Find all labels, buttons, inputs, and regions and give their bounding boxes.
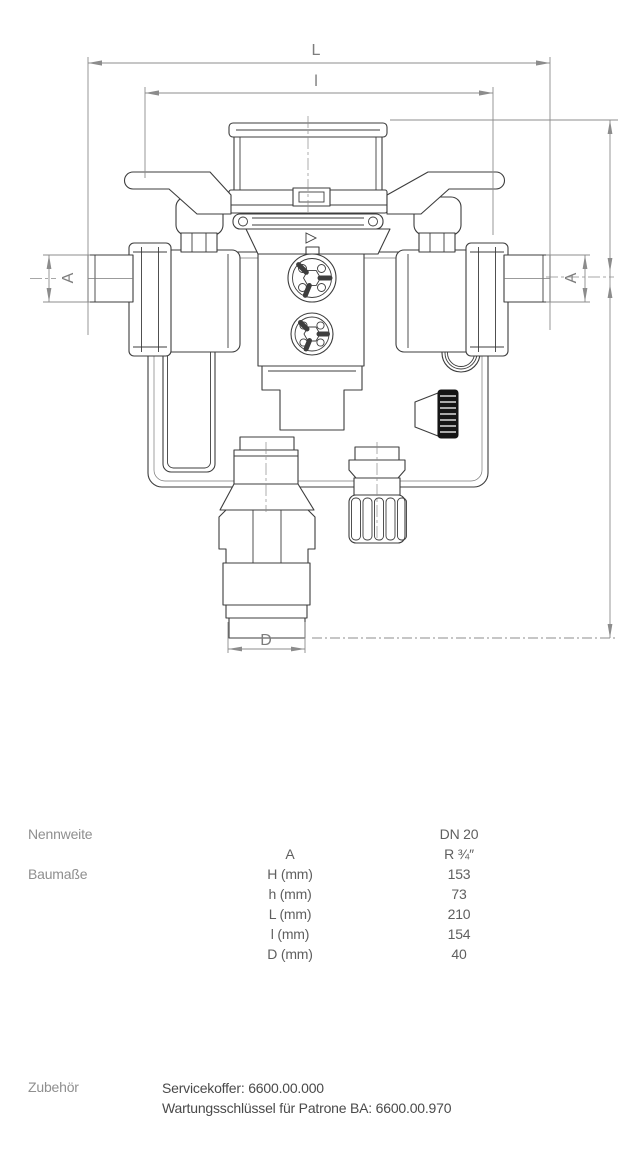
row-param: H (mm): [267, 866, 313, 882]
row-value: 210: [447, 906, 471, 922]
row-caption: Baumaße: [28, 866, 88, 882]
dimension-l: l: [144, 73, 494, 235]
accessory-item: Wartungsschlüssel für Patrone BA: 6600.0…: [162, 1100, 452, 1116]
dim-label-L: L: [312, 42, 321, 59]
test-port-lower: [290, 312, 334, 356]
row-value: 154: [447, 926, 471, 942]
row-value: 153: [447, 866, 471, 882]
table-row: A R ¾″: [0, 846, 637, 866]
cartridge: [348, 446, 407, 544]
dimension-height: [312, 119, 618, 639]
dim-label-l: l: [314, 73, 318, 90]
accessory-item: Servicekoffer: 6600.00.000: [162, 1080, 324, 1096]
table-row: l (mm) 154: [0, 926, 637, 946]
dimension-L: L: [87, 42, 551, 335]
left-pipe: [87, 254, 134, 303]
row-value: 40: [451, 946, 467, 962]
dim-label-D: D: [260, 632, 272, 649]
table-row: Nennweite DN 20: [0, 826, 637, 846]
dimension-A-right: A: [546, 254, 590, 303]
row-caption: Nennweite: [28, 826, 93, 842]
flow-direction-arrow: [305, 232, 318, 244]
test-port-upper: [287, 253, 337, 303]
dimension-A-left: A: [43, 254, 90, 303]
sight-glass-bridge: [232, 213, 384, 230]
dimension-D: D: [227, 622, 306, 653]
right-pipe: [503, 254, 551, 303]
centerlines: [30, 116, 614, 540]
spec-table: Nennweite DN 20 A R ¾″ Baumaße H (mm) 15…: [0, 826, 637, 966]
row-param: l (mm): [270, 926, 310, 942]
table-row: L (mm) 210: [0, 906, 637, 926]
row-param: L (mm): [268, 906, 312, 922]
accessories-caption: Zubehör: [28, 1079, 79, 1095]
left-handle: [124, 171, 232, 253]
right-union-nut: [465, 242, 509, 357]
technical-drawing: L l A: [30, 42, 618, 653]
left-union-nut: [128, 242, 172, 357]
dim-label-A-right: A: [563, 272, 580, 283]
right-handle: [386, 171, 505, 253]
accessories-lines: Servicekoffer: 6600.00.000 Wartungsschlü…: [162, 1078, 452, 1118]
row-param: A: [285, 846, 295, 862]
row-param: h (mm): [268, 886, 312, 902]
row-value: 73: [451, 886, 467, 902]
dim-label-A-left: A: [60, 272, 77, 283]
table-row: D (mm) 40: [0, 946, 637, 966]
row-param: D (mm): [267, 946, 313, 962]
body-lower-tray: [261, 363, 363, 431]
row-value: R ¾″: [444, 846, 474, 862]
knurled-knob: [414, 389, 459, 439]
row-value: DN 20: [439, 826, 479, 842]
table-row: h (mm) 73: [0, 886, 637, 906]
table-row: Baumaße H (mm) 153: [0, 866, 637, 886]
